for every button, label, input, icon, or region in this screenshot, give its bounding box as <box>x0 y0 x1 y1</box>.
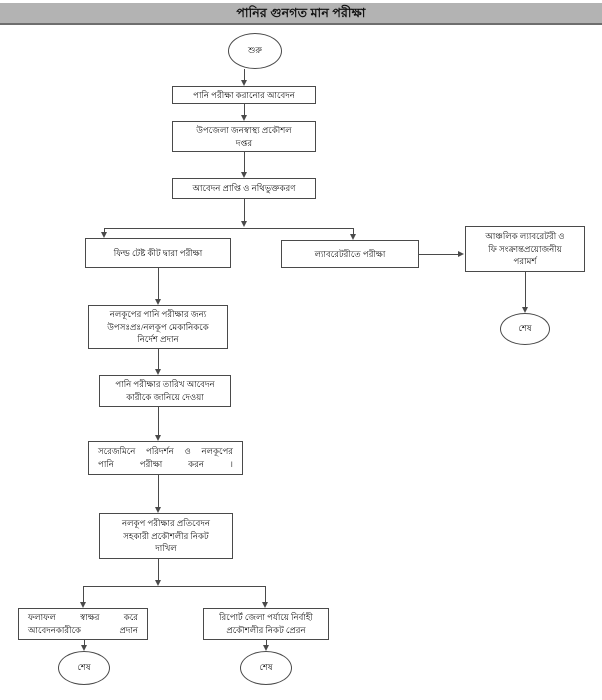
edge-start-application-arrow <box>240 80 247 86</box>
node-field-test: ফিল্ড টেষ্ট কীট দ্বারা পরীক্ষা <box>85 238 231 268</box>
node-end-result-label: শেষ <box>77 662 91 672</box>
edge-report-stem <box>158 559 159 580</box>
node-report-submission: নলকূপ পরীক্ষার প্রতিবেদন সহকারী প্রকৌশলী… <box>99 513 233 559</box>
edge-start-application <box>244 69 245 81</box>
node-application: পানি পরীক্ষা করানোর আবেদন <box>172 86 316 104</box>
edge-field-instruct <box>158 268 159 299</box>
edge-branch-result <box>83 586 84 602</box>
node-laboratory-test: ল্যাবরেটরীতে পরীক্ষা <box>281 240 419 268</box>
edge-lab-regional-arrow <box>458 250 464 257</box>
node-end-result: শেষ <box>58 651 110 685</box>
edge-report-stem-arrow <box>154 580 161 586</box>
node-receipt-filing-label: আবেদন প্রাপ্তি ও নথিভুক্তকরণ <box>192 183 296 194</box>
page-title: পানির গুনগত মান পরীক্ষা <box>236 6 366 20</box>
edge-receipt-stem-arrow <box>240 221 247 227</box>
edge-receipt-stem <box>244 199 245 221</box>
edge-informdate-inspect-arrow <box>154 435 161 441</box>
node-application-label: পানি পরীক্ষা করানোর আবেদন <box>193 89 295 100</box>
edge-branch-lab-test-arrow <box>349 234 356 240</box>
edge-branch-sendreport <box>265 586 266 602</box>
edge-branch-field-test-arrow <box>100 232 107 238</box>
edge-branch-field-test <box>104 228 105 233</box>
node-upazila-office-label: উপজেলা জনস্বাস্থ্য প্রকৌশল দপ্তর <box>196 124 292 148</box>
edge-instruct-informdate <box>158 349 159 369</box>
edge-application-office <box>244 104 245 115</box>
node-send-report-district: রিপোর্ট জেলা পর্যায়ে নির্বাহী প্রকৌশলীর… <box>203 608 329 640</box>
edge-instruct-informdate-arrow <box>154 369 161 375</box>
node-laboratory-test-label: ল্যাবরেটরীতে পরীক্ষা <box>314 248 386 259</box>
edge-branch-lab-test <box>353 228 354 234</box>
node-end-send: শেষ <box>240 651 292 685</box>
node-inform-date: পানি পরীক্ষার তারিখ আবেদন কারীকে জানিয়ে… <box>99 375 231 407</box>
node-site-inspection-label: সরেজমিনে পরিদর্শন ও নলকূপের পানি পরীক্ষা… <box>98 446 233 469</box>
edge-branch-sendreport-arrow <box>261 602 268 608</box>
edge-office-receipt-arrow <box>240 172 247 178</box>
edge-application-office-arrow <box>240 115 247 121</box>
node-end-lab-label: শেষ <box>518 323 532 333</box>
edge-bottom-branch-bar <box>83 586 266 587</box>
edge-informdate-inspect <box>158 407 159 435</box>
edge-inspect-report-arrow <box>154 507 161 513</box>
node-start: শুরু <box>228 33 282 69</box>
edge-branch-result-arrow <box>79 602 86 608</box>
edge-regional-end <box>525 272 526 307</box>
edge-field-instruct-arrow <box>154 299 161 305</box>
edge-inspect-report <box>158 475 159 507</box>
edge-lab-regional <box>419 254 458 255</box>
node-send-report-district-label: রিপোর্ট জেলা পর্যায়ে নির্বাহী প্রকৌশলীর… <box>219 612 313 635</box>
node-result-to-applicant: ফলাফল স্বাক্ষর করে আবেদনকারীকে প্রদান <box>18 608 148 640</box>
node-end-send-label: শেষ <box>259 662 273 672</box>
edge-result-end <box>84 640 85 645</box>
node-result-to-applicant-label: ফলাফল স্বাক্ষর করে আবেদনকারীকে প্রদান <box>28 612 138 635</box>
edge-branch-bar <box>104 228 354 229</box>
edge-sendreport-end <box>266 640 267 645</box>
node-report-submission-label: নলকূপ পরীক্ষার প্রতিবেদন সহকারী প্রকৌশলী… <box>121 517 211 554</box>
node-start-label: শুরু <box>248 45 262 55</box>
node-inform-date-label: পানি পরীক্ষার তারিখ আবেদন কারীকে জানিয়ে… <box>115 379 215 402</box>
node-upazila-office: উপজেলা জনস্বাস্থ্য প্রকৌশল দপ্তর <box>172 121 316 152</box>
node-instruct-mechanic: নলকূপের পানি পরীক্ষার জন্য উপসঃপ্রঃ/নলকূ… <box>88 305 228 349</box>
edge-sendreport-end-arrow <box>262 645 269 651</box>
node-site-inspection: সরেজমিনে পরিদর্শন ও নলকূপের পানি পরীক্ষা… <box>88 441 243 475</box>
node-regional-laboratory-advice: আঞ্চলিক ল্যাবরেটরী ও ফি সংক্রান্তপ্রয়োজ… <box>465 226 585 272</box>
node-end-lab: শেষ <box>500 313 550 345</box>
node-regional-laboratory-advice-label: আঞ্চলিক ল্যাবরেটরী ও ফি সংক্রান্তপ্রয়োজ… <box>485 230 565 267</box>
edge-result-end-arrow <box>80 645 87 651</box>
node-receipt-filing: আবেদন প্রাপ্তি ও নথিভুক্তকরণ <box>172 178 316 199</box>
node-field-test-label: ফিল্ড টেষ্ট কীট দ্বারা পরীক্ষা <box>113 247 203 258</box>
page-title-bar: পানির গুনগত মান পরীক্ষা <box>0 3 602 25</box>
edge-office-receipt <box>244 152 245 172</box>
node-instruct-mechanic-label: নলকূপের পানি পরীক্ষার জন্য উপসঃপ্রঃ/নলকূ… <box>107 308 209 345</box>
edge-regional-end-arrow <box>521 307 528 313</box>
